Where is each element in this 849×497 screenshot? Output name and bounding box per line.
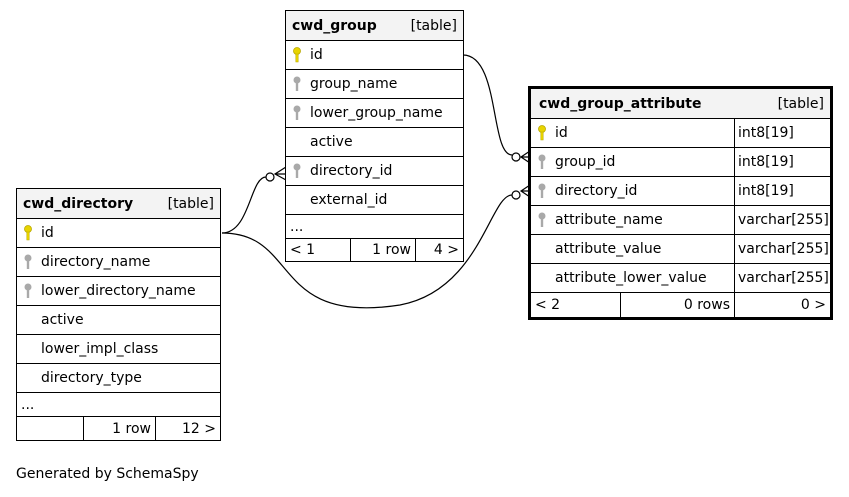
index-key-icon [537, 177, 555, 205]
column-type: int8[19] [734, 119, 830, 147]
more-columns: ... [286, 215, 463, 239]
table-footer: 1 row 12 > [17, 417, 220, 440]
column-row[interactable]: group_name [286, 70, 463, 99]
children-link[interactable]: 4 > [415, 239, 463, 261]
column-row[interactable]: attribute_value varchar[255] [531, 235, 830, 264]
column-name: directory_name [41, 254, 151, 270]
column-row[interactable]: directory_type [17, 364, 220, 393]
table-header: cwd_group [table] [286, 11, 463, 41]
column-row[interactable]: attribute_name varchar[255] [531, 206, 830, 235]
table-header: cwd_group_attribute [table] [531, 89, 830, 119]
index-key-icon [292, 157, 310, 185]
column-type: varchar[255] [734, 264, 830, 292]
column-name: id [555, 125, 568, 141]
table-header: cwd_directory [table] [17, 189, 220, 219]
parents-link[interactable] [17, 417, 83, 440]
column-row[interactable]: directory_name [17, 248, 220, 277]
column-name: lower_impl_class [41, 341, 159, 357]
column-row[interactable]: active [286, 128, 463, 157]
index-key-icon [23, 248, 41, 276]
column-type: int8[19] [734, 177, 830, 205]
table-cwd-directory[interactable]: cwd_directory [table] id directory_name … [16, 188, 221, 441]
row-count: 0 rows [620, 293, 734, 317]
index-key-icon [292, 99, 310, 127]
primary-key-icon [292, 41, 310, 69]
table-footer: < 1 1 row 4 > [286, 239, 463, 261]
column-name: lower_group_name [310, 105, 443, 121]
table-name: cwd_group_attribute [539, 95, 702, 112]
row-count: 1 row [83, 417, 155, 440]
column-row[interactable]: lower_impl_class [17, 335, 220, 364]
column-type: int8[19] [734, 148, 830, 176]
column-name: directory_type [41, 370, 142, 386]
column-row[interactable]: attribute_lower_value varchar[255] [531, 264, 830, 293]
parents-link[interactable]: < 1 [290, 242, 316, 258]
rel-directory-to-group [221, 176, 267, 234]
column-name: attribute_lower_value [555, 270, 707, 286]
index-key-icon [23, 277, 41, 305]
column-name: active [41, 312, 84, 328]
table-name: cwd_directory [23, 195, 134, 212]
table-kind: [table] [167, 195, 214, 212]
rel-group-to-attribute [462, 54, 513, 156]
column-name: attribute_name [555, 212, 663, 228]
index-key-icon [537, 148, 555, 176]
column-row[interactable]: id [286, 41, 463, 70]
column-name: external_id [310, 192, 388, 208]
children-link[interactable]: 12 > [155, 417, 220, 440]
column-type: varchar[255] [734, 206, 830, 234]
more-columns: ... [17, 393, 220, 417]
primary-key-icon [23, 219, 41, 247]
column-row[interactable]: external_id [286, 186, 463, 215]
column-name: id [41, 225, 54, 241]
index-key-icon [292, 70, 310, 98]
column-name: id [310, 47, 323, 63]
generated-by-text: Generated by SchemaSpy [16, 466, 199, 482]
children-link[interactable]: 0 > [734, 293, 830, 317]
column-row[interactable]: group_id int8[19] [531, 148, 830, 177]
table-footer: < 2 0 rows 0 > [531, 293, 830, 317]
column-row[interactable]: directory_id int8[19] [531, 177, 830, 206]
index-key-icon [537, 206, 555, 234]
table-name: cwd_group [292, 17, 377, 34]
rel-directory-to-attribute [221, 194, 513, 309]
table-kind: [table] [777, 95, 824, 112]
column-row[interactable]: active [17, 306, 220, 335]
column-row[interactable]: lower_group_name [286, 99, 463, 128]
column-row[interactable]: id [17, 219, 220, 248]
column-name: active [310, 134, 353, 150]
row-count: 1 row [350, 239, 415, 261]
column-name: directory_id [310, 163, 393, 179]
table-kind: [table] [410, 17, 457, 34]
column-name: attribute_value [555, 241, 662, 257]
column-name: directory_id [555, 183, 638, 199]
column-row[interactable]: id int8[19] [531, 119, 830, 148]
table-cwd-group-attribute[interactable]: cwd_group_attribute [table] id int8[19] … [528, 86, 833, 320]
column-name: group_id [555, 154, 616, 170]
column-name: lower_directory_name [41, 283, 196, 299]
column-name: group_name [310, 76, 398, 92]
table-cwd-group[interactable]: cwd_group [table] id group_name lower_gr… [285, 10, 464, 262]
column-type: varchar[255] [734, 235, 830, 263]
primary-key-icon [537, 119, 555, 147]
column-row[interactable]: directory_id [286, 157, 463, 186]
column-row[interactable]: lower_directory_name [17, 277, 220, 306]
parents-link[interactable]: < 2 [535, 297, 561, 313]
